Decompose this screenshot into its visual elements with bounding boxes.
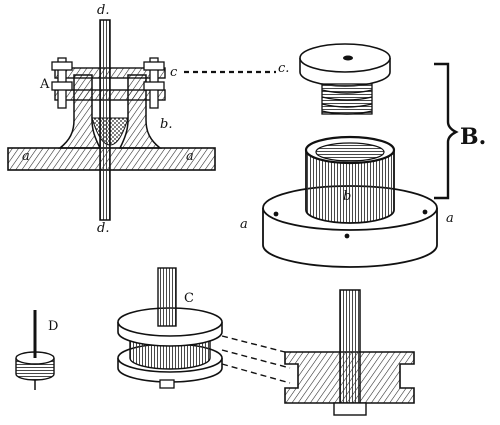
box-cylinder	[304, 135, 396, 224]
nut-left-top	[51, 61, 73, 71]
label-c-left: c	[170, 65, 178, 80]
label-c-right: c.	[278, 61, 290, 76]
label-b-flange: b	[343, 189, 352, 204]
label-a-right: a	[186, 149, 194, 164]
label-b-section: b.	[160, 117, 173, 132]
gland-hole	[343, 55, 353, 61]
label-d-top: d.	[97, 3, 110, 18]
dashed-connectors-C	[221, 335, 291, 384]
label-a-left: a	[22, 149, 30, 164]
plug-D	[15, 310, 55, 390]
label-C: C	[184, 291, 194, 306]
rod-C	[157, 267, 177, 327]
nut-section	[333, 402, 367, 416]
base-flange-section	[7, 147, 216, 171]
rod-section	[339, 289, 361, 405]
label-D: D	[48, 319, 59, 334]
nut-right-top	[143, 61, 165, 71]
bracket-B	[434, 62, 459, 200]
nut-left-bottom	[51, 81, 73, 91]
nut-right-bottom	[143, 81, 165, 91]
gland-thread	[321, 83, 373, 115]
stuffing-box-section	[7, 19, 216, 221]
bush-section	[284, 289, 415, 416]
bush-C	[117, 267, 223, 389]
label-d-bottom: d.	[97, 221, 110, 236]
flange-hole-center	[344, 233, 350, 239]
label-a-flange-left: a	[240, 217, 248, 232]
gland-cap	[299, 43, 391, 87]
flange-hole-right	[422, 209, 428, 215]
label-B: B.	[460, 124, 487, 150]
nut-C	[159, 379, 175, 389]
label-A: A	[40, 77, 50, 92]
piston-rod-section	[99, 19, 111, 221]
flange-hole-left	[273, 211, 279, 217]
label-a-flange-right: a	[446, 211, 454, 226]
